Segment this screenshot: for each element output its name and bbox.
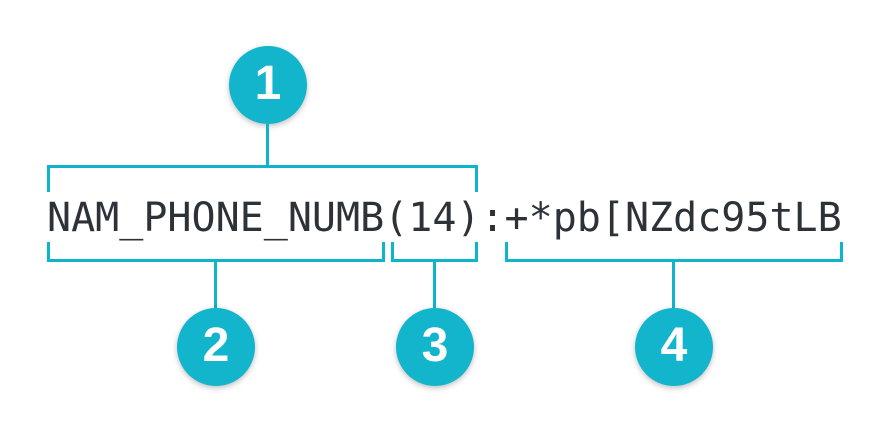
callout-4-connector-line	[672, 262, 675, 308]
callout-1-badge: 1	[229, 46, 307, 124]
callout-4-badge: 4	[635, 308, 713, 386]
callout-3-badge: 3	[396, 308, 474, 386]
callout-2-badge: 2	[177, 308, 255, 386]
callout-3-number: 3	[421, 319, 449, 372]
callout-2-connector-line	[214, 262, 217, 308]
callout-1-connector-line	[266, 124, 269, 165]
callout-2-number: 2	[202, 319, 230, 372]
callout-1-number: 1	[254, 57, 282, 110]
callout-4-number: 4	[660, 319, 688, 372]
bracket-name-with-length	[47, 165, 478, 192]
bracket-token-name	[47, 242, 385, 262]
bracket-token-value	[505, 242, 843, 262]
callout-3-connector-line	[433, 262, 436, 308]
token-text: NAM_PHONE_NUMB(14):+*pb[NZdc95tLB	[47, 195, 842, 241]
bracket-token-length	[391, 242, 478, 262]
